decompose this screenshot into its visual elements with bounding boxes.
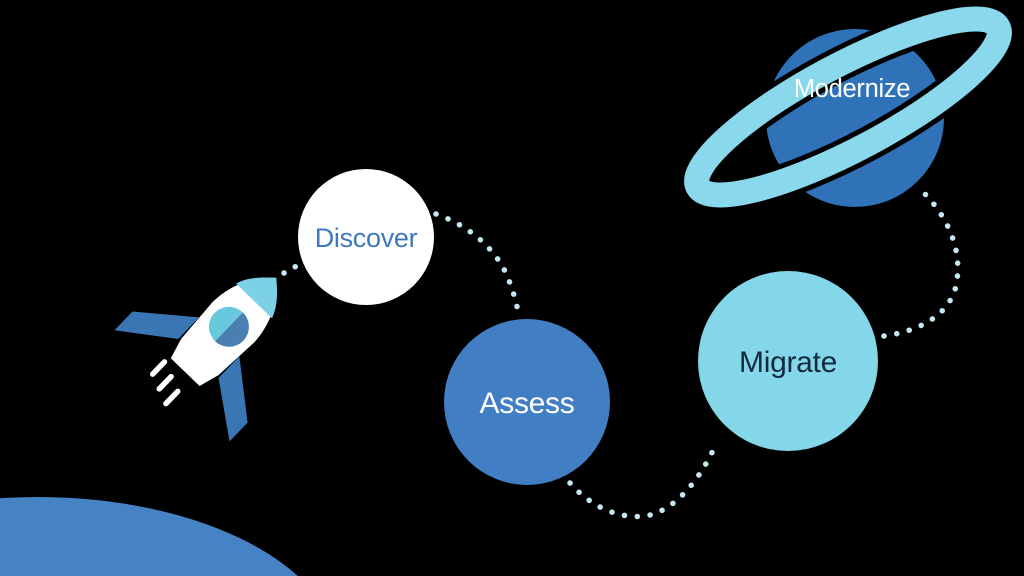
trail-discover-to-assess: [433, 211, 522, 320]
stage-label-migrate: Migrate: [739, 346, 837, 379]
trail-rocket-to-discover: [281, 261, 304, 276]
stage-circle-discover: [298, 169, 434, 305]
stage-modernize: Modernize: [679, 1, 1017, 213]
rocket-window-left-half: [208, 306, 243, 342]
rocket-fin-left: [114, 311, 200, 340]
rocket-fin-right: [218, 356, 248, 442]
planet-ring: [679, 1, 1017, 213]
stage-migrate: Migrate: [698, 271, 878, 451]
stage-label-assess: Assess: [480, 387, 575, 420]
planet-surface: [0, 497, 298, 576]
planet-ring-band: [684, 6, 1012, 208]
exhaust-dash: [163, 388, 181, 407]
stage-assess: Assess: [444, 319, 610, 485]
rocket-nose-cone: [235, 277, 278, 319]
stage-circle-migrate: [698, 271, 878, 451]
trail-assess-to-migrate: [567, 441, 719, 520]
exhaust-dash: [156, 373, 174, 392]
rocket-exhaust: [149, 359, 181, 407]
rocket-icon: [114, 277, 278, 442]
stage-circle-assess: [444, 319, 610, 485]
exhaust-dash: [149, 359, 168, 377]
stage-label-modernize: Modernize: [794, 75, 910, 103]
stage-label-discover: Discover: [315, 223, 418, 253]
rocket-window-right-half: [215, 312, 249, 347]
stage-discover: Discover: [298, 169, 434, 305]
